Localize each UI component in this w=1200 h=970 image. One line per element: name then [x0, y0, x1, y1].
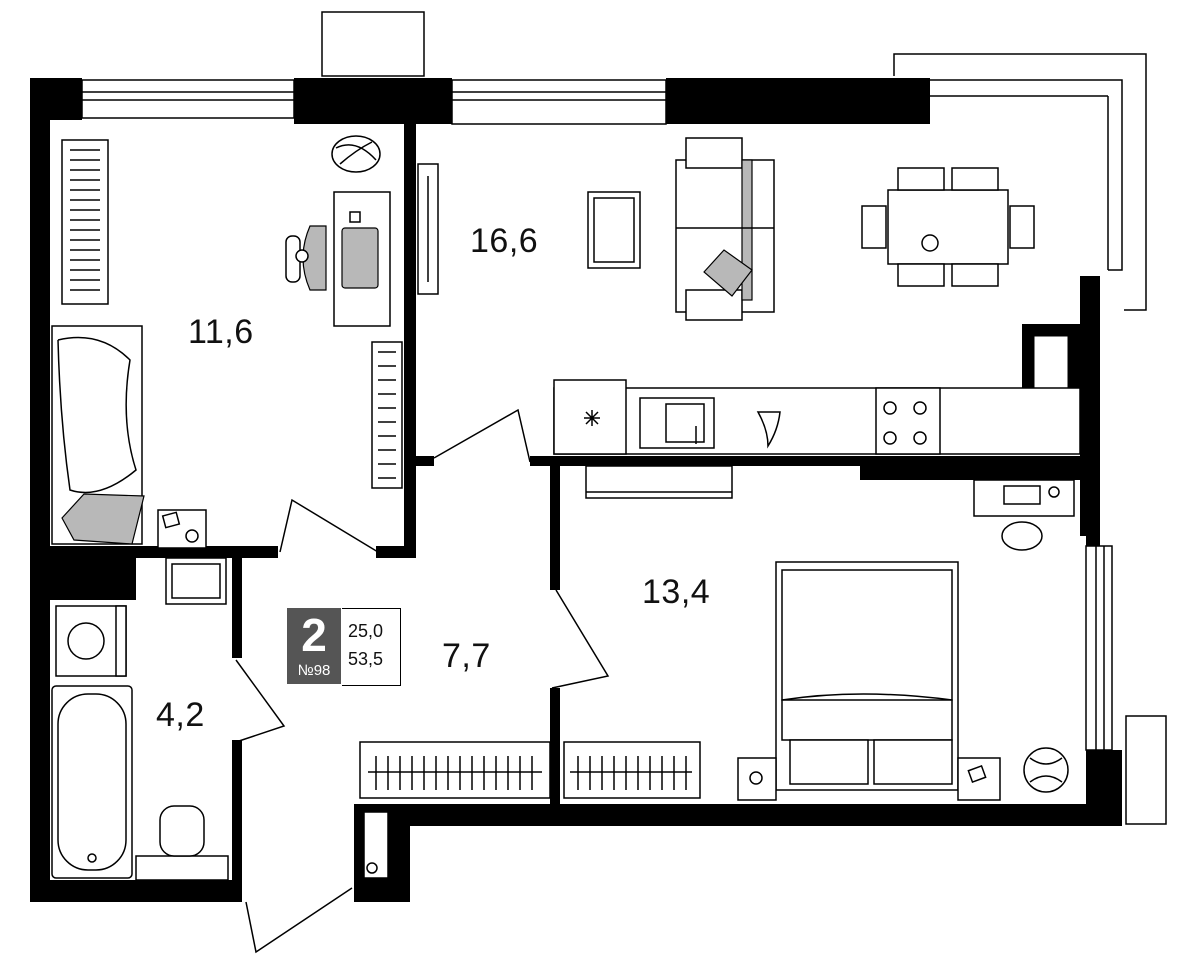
plant-icon [331, 135, 381, 173]
plant-icon [1023, 747, 1069, 793]
hallway-furniture [359, 741, 701, 879]
room-area-hallway: 7,7 [442, 637, 491, 675]
living-area: 25,0 [348, 621, 384, 641]
main-bedroom-furniture [585, 465, 1075, 801]
room-area-bathroom: 4,2 [156, 696, 205, 734]
apartment-badge: 2 №98 [287, 608, 341, 684]
living-kitchen-furniture [417, 137, 1081, 455]
room-area-small-bedroom: 11,6 [188, 313, 254, 351]
room-area-main-bedroom: 13,4 [642, 573, 711, 611]
area-summary: 25,0 53,5 [342, 608, 401, 686]
doors [235, 408, 610, 954]
rooms-count: 2 [301, 609, 327, 661]
apartment-number: №98 [297, 662, 331, 679]
room-area-living-kitchen: 16,6 [470, 222, 539, 260]
bathroom-fixtures [51, 557, 229, 881]
windows [81, 11, 1167, 825]
small-bedroom-furniture [51, 135, 403, 549]
total-area: 53,5 [348, 649, 384, 669]
